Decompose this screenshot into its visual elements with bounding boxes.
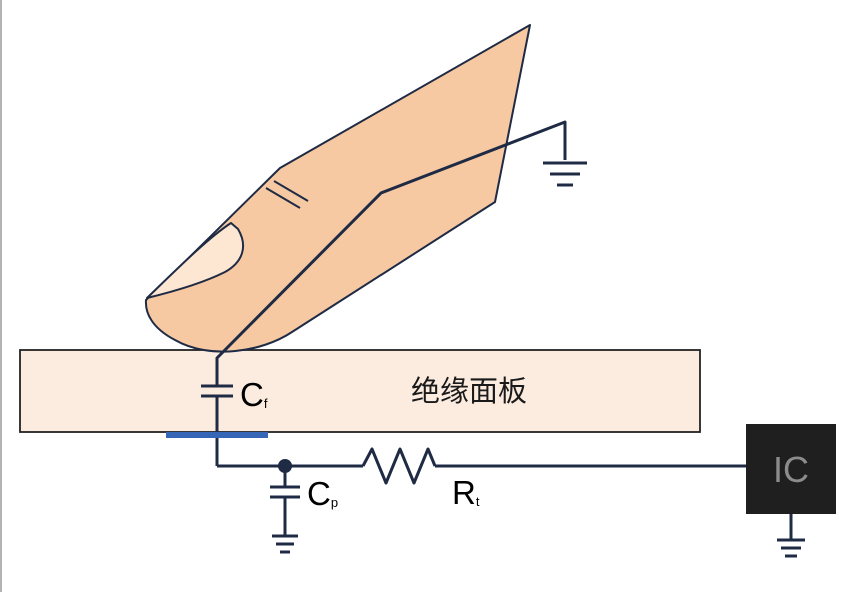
panel-label: 绝缘面板 [411, 374, 527, 408]
ground-icon [777, 538, 805, 558]
cp-label: Cp [307, 475, 338, 512]
knuckle-crease-1 [265, 187, 301, 209]
ic-label: IC [773, 449, 809, 490]
knuckle-crease-2 [273, 180, 309, 202]
finger-ground-wire [215, 120, 567, 364]
insulating-panel [19, 349, 701, 433]
finger-icon [144, 24, 531, 353]
ic-chip [746, 424, 836, 514]
cf-label: Cf [240, 376, 268, 413]
fingernail [146, 222, 245, 299]
resistor-icon [361, 447, 437, 485]
rt-label: Rt [452, 474, 480, 511]
capacitor-icon [201, 364, 233, 466]
capacitor-icon [270, 466, 300, 536]
ground-icon [272, 534, 298, 554]
ground-icon [543, 161, 587, 187]
